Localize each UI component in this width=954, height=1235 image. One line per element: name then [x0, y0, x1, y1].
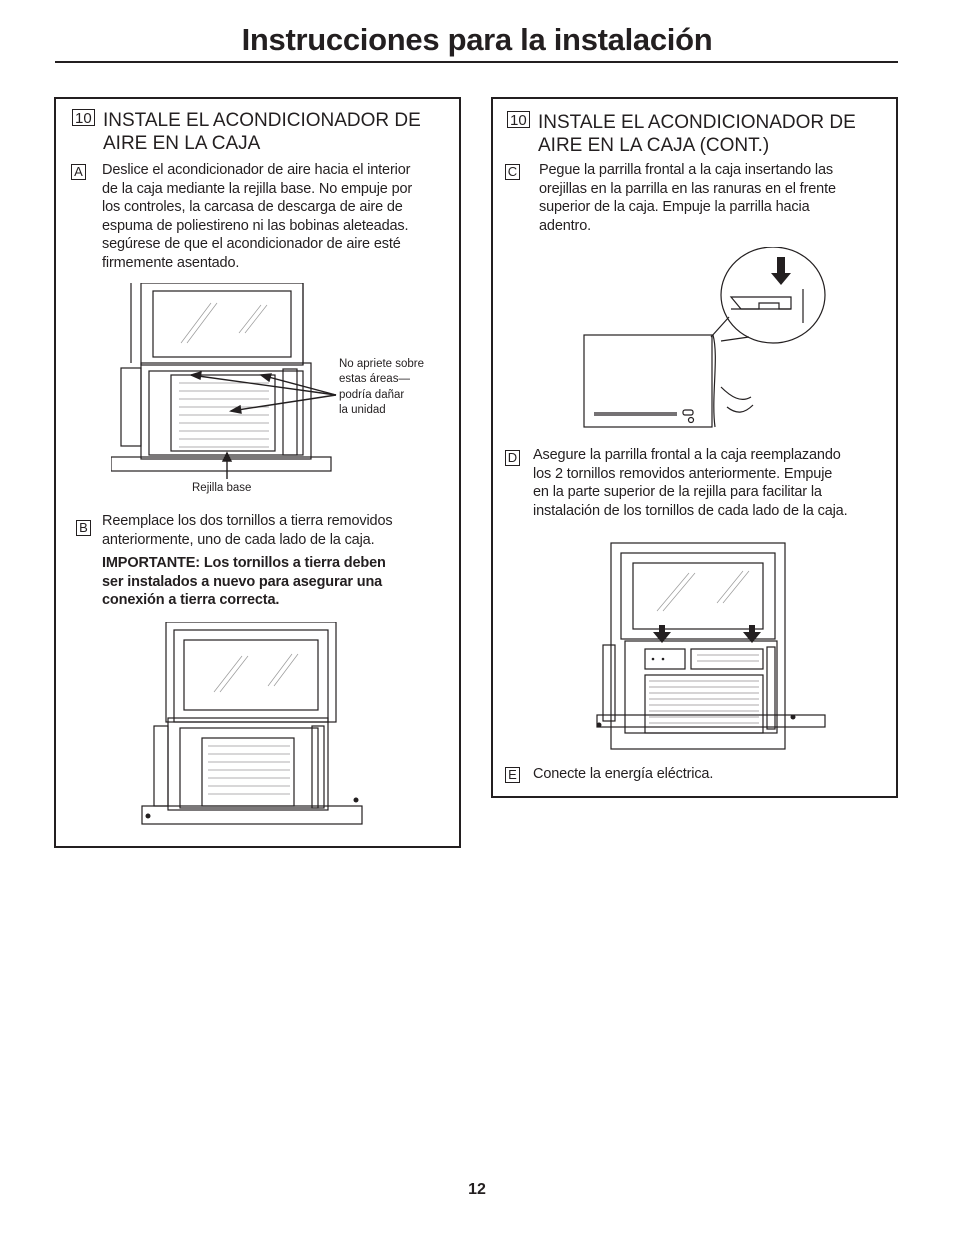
- title-rule: [55, 61, 898, 63]
- text-line: espuma de poliestireno ni las bobinas al…: [102, 217, 409, 234]
- step-panel-right: 10 INSTALE EL ACONDICIONADOR DE AIRE EN …: [491, 97, 898, 798]
- text-line: los 2 tornillos removidos anteriormente.…: [533, 465, 833, 482]
- step-heading-line-1: INSTALE EL ACONDICIONADOR DE: [538, 112, 856, 133]
- text-line: de la caja mediante la rejilla base. No …: [102, 180, 413, 197]
- text-line: anteriormente, uno de cada lado de la ca…: [102, 531, 375, 548]
- text-line: orejillas en la parrilla en las ranuras …: [539, 180, 836, 197]
- substep-a-text: Deslice el acondicionador de aire hacia …: [102, 161, 452, 273]
- callout-base-grille: Rejilla base: [192, 482, 252, 494]
- text-line: en la parte superior de la rejilla para …: [533, 484, 822, 501]
- text-line: Pegue la parrilla frontal a la caja inse…: [539, 162, 833, 178]
- callout-line: estas áreas—: [339, 373, 410, 386]
- text-line: adentro.: [539, 217, 592, 234]
- substep-letter-e: E: [505, 767, 520, 783]
- text-line: superior de la caja. Empuje la parrilla …: [539, 199, 810, 216]
- step-panel-left: 10 INSTALE EL ACONDICIONADOR DE AIRE EN …: [54, 97, 461, 848]
- substep-letter-b: B: [76, 520, 91, 536]
- substep-letter-d: D: [505, 450, 520, 466]
- step-heading-line-2: AIRE EN LA CAJA (CONT.): [538, 135, 770, 156]
- callout-line: No apriete sobre: [339, 358, 425, 370]
- figure-secure-grille: [596, 542, 826, 750]
- text-line: firmemente asentado.: [102, 254, 240, 271]
- callout-line: la unidad: [339, 403, 386, 416]
- callout-line: podría dañar: [339, 388, 405, 401]
- step-heading-line-1: INSTALE EL ACONDICIONADOR DE: [103, 110, 421, 131]
- page-title: Instrucciones para la instalación: [241, 22, 713, 57]
- substep-b-text: Reemplace los dos tornillos a tierra rem…: [102, 512, 452, 549]
- substep-letter-a: A: [71, 164, 86, 180]
- text-line: conexión a tierra correcta.: [102, 592, 280, 609]
- text-line: Deslice el acondicionador de aire hacia …: [102, 162, 411, 178]
- step-heading-line-2: AIRE EN LA CAJA: [103, 133, 261, 154]
- substep-e-text: Conecte la energía eléctrica.: [533, 766, 714, 782]
- step-number: 10: [72, 109, 95, 127]
- text-line: Asegure la parrilla frontal a la caja re…: [533, 447, 841, 463]
- callout-no-press: No apriete sobre estas áreas— podría dañ…: [339, 357, 424, 418]
- step-heading: INSTALE EL ACONDICIONADOR DE AIRE EN LA …: [103, 109, 421, 155]
- substep-letter-c: C: [505, 164, 520, 180]
- text-line: segúrese de que el acondicionador de air…: [102, 236, 401, 253]
- figure-attach-grille: [583, 247, 826, 428]
- figure-slide-unit: [111, 283, 337, 479]
- page-number: 12: [468, 1181, 486, 1198]
- text-line: ser instalados a nuevo para asegurar una: [102, 573, 383, 590]
- substep-c-text: Pegue la parrilla frontal a la caja inse…: [539, 161, 889, 235]
- step-heading: INSTALE EL ACONDICIONADOR DE AIRE EN LA …: [538, 111, 856, 157]
- text-line: los controles, la carcasa de descarga de…: [102, 199, 403, 216]
- text-line: Reemplace los dos tornillos a tierra rem…: [102, 513, 393, 529]
- text-line: instalación de los tornillos de cada lad…: [533, 502, 848, 519]
- important-note: IMPORTANTE: Los tornillos a tierra deben…: [102, 554, 452, 610]
- figure-ground-screws: [141, 622, 363, 825]
- text-line: IMPORTANTE: Los tornillos a tierra deben: [102, 555, 386, 571]
- step-number: 10: [507, 111, 530, 129]
- substep-d-text: Asegure la parrilla frontal a la caja re…: [533, 446, 893, 520]
